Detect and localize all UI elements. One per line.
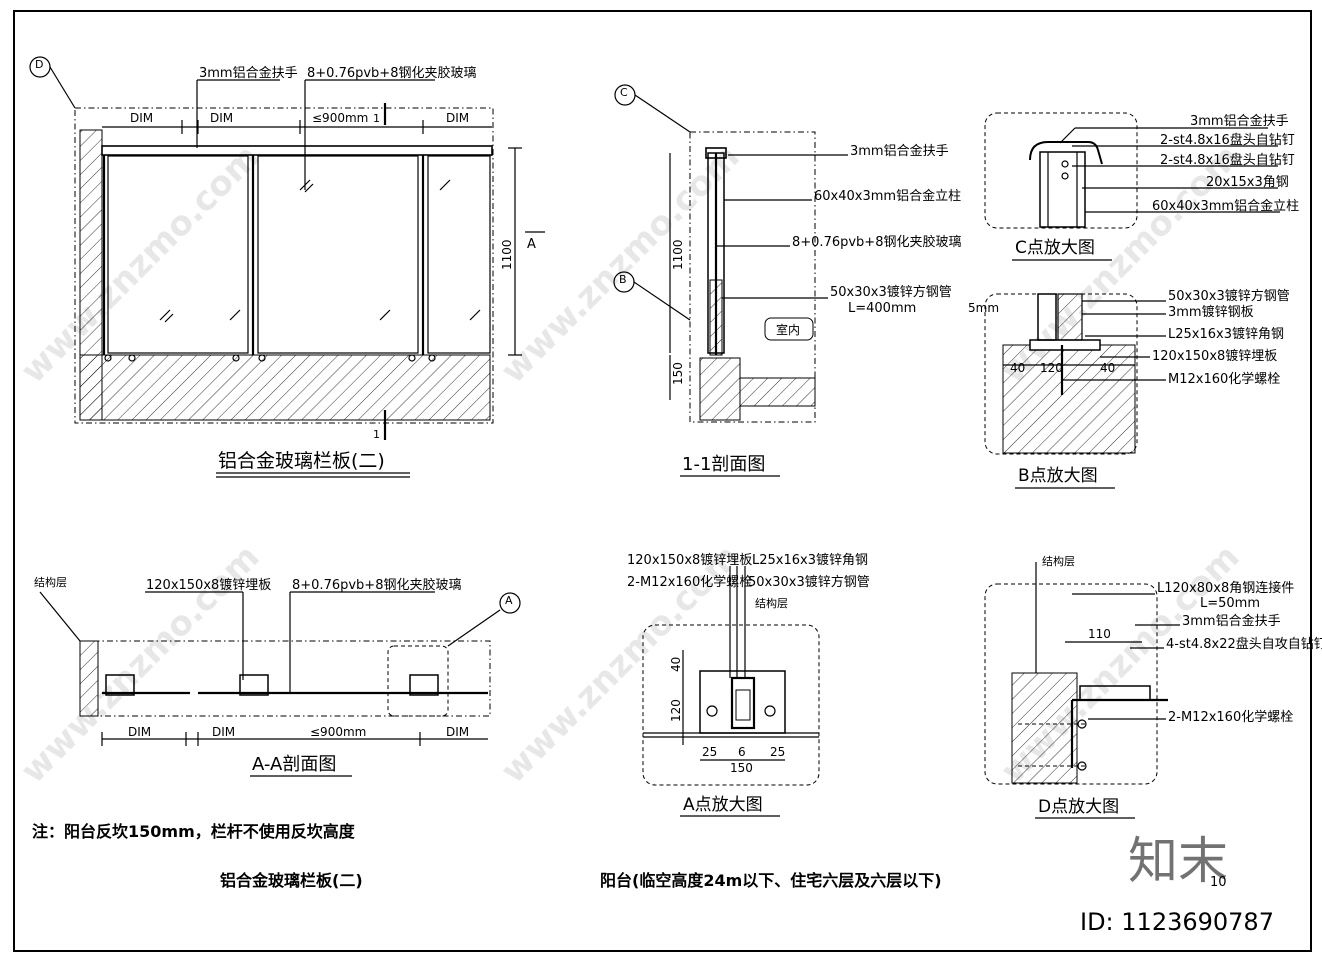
aa-label-plate: 120x150x8镀锌埋板 (146, 577, 271, 593)
a-label-5: 结构层 (755, 596, 788, 610)
d-label-3: 4-st4.8x22盘头自攻自钻钉 (1166, 636, 1322, 652)
aa-dim-900: ≤900mm (310, 725, 366, 739)
a-label-2: L25x16x3镀锌角钢 (752, 552, 868, 568)
glass-panel-3 (427, 155, 491, 354)
a-label-1: 120x150x8镀锌埋板 (627, 552, 752, 568)
anchor-bolts (104, 354, 436, 362)
cut-marker-1-top: 1 (373, 112, 380, 125)
aa-dim-1: DIM (128, 725, 151, 739)
d-label-0: 结构层 (1042, 554, 1075, 568)
section-aa-view: DIM DIM ≤900mm DIM 120x150x8镀锌埋板 8+0.76p… (34, 575, 521, 777)
title-elevation: 铝合金玻璃栏板(二) (218, 450, 385, 472)
dim-900: ≤900mm (312, 111, 368, 125)
detail-c-view: 3mm铝合金扶手 2-st4.8x16盘头自钻钉 2-st4.8x16盘头自钻钉… (984, 112, 1299, 261)
dim-1100-section: 1100 (671, 239, 685, 270)
title-section-aa: A-A剖面图 (252, 754, 336, 775)
b-label-4: 120x150x8镀锌埋板 (1152, 348, 1277, 364)
brand-logo: 知末 (1128, 832, 1228, 890)
glass-panel-2 (257, 155, 419, 354)
title-detail-c: C点放大图 (1015, 238, 1095, 258)
callout-c-label: C (620, 86, 628, 99)
section-1-1-view: 1100 150 室内 3mm铝合金扶手 60x40x3mm铝合金立柱 8+0.… (613, 84, 961, 477)
id-watermark: ID: 1123690787 (1080, 908, 1274, 936)
dim-1100: 1100 (500, 239, 514, 270)
callout-a-label: A (505, 594, 513, 607)
label-tube-len-11: L=400mm (848, 301, 916, 316)
title-section-11: 1-1剖面图 (682, 454, 765, 475)
a-dim-6: 6 (738, 745, 746, 759)
a-dim-25a: 25 (702, 745, 717, 759)
title-detail-b: B点放大图 (1018, 466, 1098, 486)
c-label-5: 60x40x3mm铝合金立柱 (1152, 198, 1299, 214)
label-glass: 8+0.76pvb+8钢化夹胶玻璃 (307, 65, 476, 81)
b-label-1: 50x30x3镀锌方钢管 (1168, 288, 1290, 304)
b-dim-5mm: 5mm (968, 301, 999, 315)
elevation-view: DIM DIM ≤900mm DIM 1100 A 1 1 3mm铝合金扶手 8… (29, 56, 545, 478)
a-label-4: 50x30x3镀锌方钢管 (748, 574, 870, 590)
title-detail-d: D点放大图 (1038, 797, 1119, 817)
c-label-1: 3mm铝合金扶手 (1190, 113, 1289, 129)
cut-marker-1-bottom: 1 (373, 428, 380, 441)
callout-d-label: D (35, 58, 43, 71)
detail-b-view: 40 120 40 5mm 50x30x3镀锌方钢管 3mm镀锌钢板 L25x1… (968, 288, 1290, 489)
aa-label-glass: 8+0.76pvb+8钢化夹胶玻璃 (292, 577, 461, 593)
d-dim-110: 110 (1088, 627, 1111, 641)
dim-right: DIM (446, 111, 469, 125)
d-label-2: 3mm铝合金扶手 (1182, 613, 1281, 629)
footer-title-right: 阳台(临空高度24m以下、住宅六层及六层以下) (600, 871, 942, 890)
callout-b-label: B (619, 273, 627, 286)
a-dim-40: 40 (669, 657, 683, 672)
glass-panel-1 (107, 155, 249, 354)
elevation-outline (74, 107, 494, 424)
title-detail-a: A点放大图 (683, 795, 763, 815)
page-number: 10 (1210, 875, 1227, 890)
aa-dim-3: DIM (446, 725, 469, 739)
detail-d-view: 110 结构层 L120x80x8角钢连接件 L=50mm 3mm铝合金扶手 4… (984, 554, 1322, 819)
dim-left: DIM (130, 111, 153, 125)
d-label-1: L120x80x8角钢连接件 (1157, 580, 1294, 596)
section-outline (689, 131, 816, 423)
c-label-2: 2-st4.8x16盘头自钻钉 (1160, 132, 1295, 148)
aa-dim-2: DIM (212, 725, 235, 739)
handrail (101, 145, 493, 156)
label-handrail-11: 3mm铝合金扶手 (850, 143, 949, 159)
b-dim-120: 120 (1040, 361, 1063, 375)
note-text: 注：阳台反坎150mm，栏杆不使用反坎高度 (32, 822, 356, 841)
d-label-4: 2-M12x160化学螺栓 (1168, 709, 1293, 725)
aa-label-struct: 结构层 (34, 575, 67, 589)
b-label-2: 3mm镀锌钢板 (1168, 304, 1254, 320)
c-label-3: 2-st4.8x16盘头自钻钉 (1160, 152, 1295, 168)
c-label-4: 20x15x3角钢 (1206, 175, 1289, 190)
b-dim-40a: 40 (1010, 361, 1025, 375)
label-handrail: 3mm铝合金扶手 (199, 65, 298, 81)
b-label-5: M12x160化学螺栓 (1168, 371, 1280, 387)
a-label-3: 2-M12x160化学螺栓 (627, 574, 752, 590)
a-dim-150: 150 (730, 761, 753, 775)
a-dim-25b: 25 (770, 745, 785, 759)
a-dim-120: 120 (669, 699, 683, 722)
detail-a-view: 40 120 25 6 25 150 120x150x8镀锌埋板 L25x16x… (627, 552, 870, 817)
label-post-11: 60x40x3mm铝合金立柱 (814, 188, 961, 204)
cut-marker-a: A (527, 237, 536, 252)
slab-hatch (79, 354, 491, 421)
b-dim-40b: 40 (1100, 361, 1115, 375)
label-glass-11: 8+0.76pvb+8钢化夹胶玻璃 (792, 234, 961, 250)
dim-mid: DIM (210, 111, 233, 125)
b-label-3: L25x16x3镀锌角钢 (1168, 326, 1284, 342)
label-tube-11: 50x30x3镀锌方钢管 (830, 284, 952, 300)
d-label-1b: L=50mm (1200, 596, 1260, 611)
dim-150: 150 (671, 362, 685, 385)
footer-title-left: 铝合金玻璃栏板(二) (220, 871, 363, 890)
label-room: 室内 (776, 322, 800, 337)
sheet-border (13, 10, 1312, 952)
